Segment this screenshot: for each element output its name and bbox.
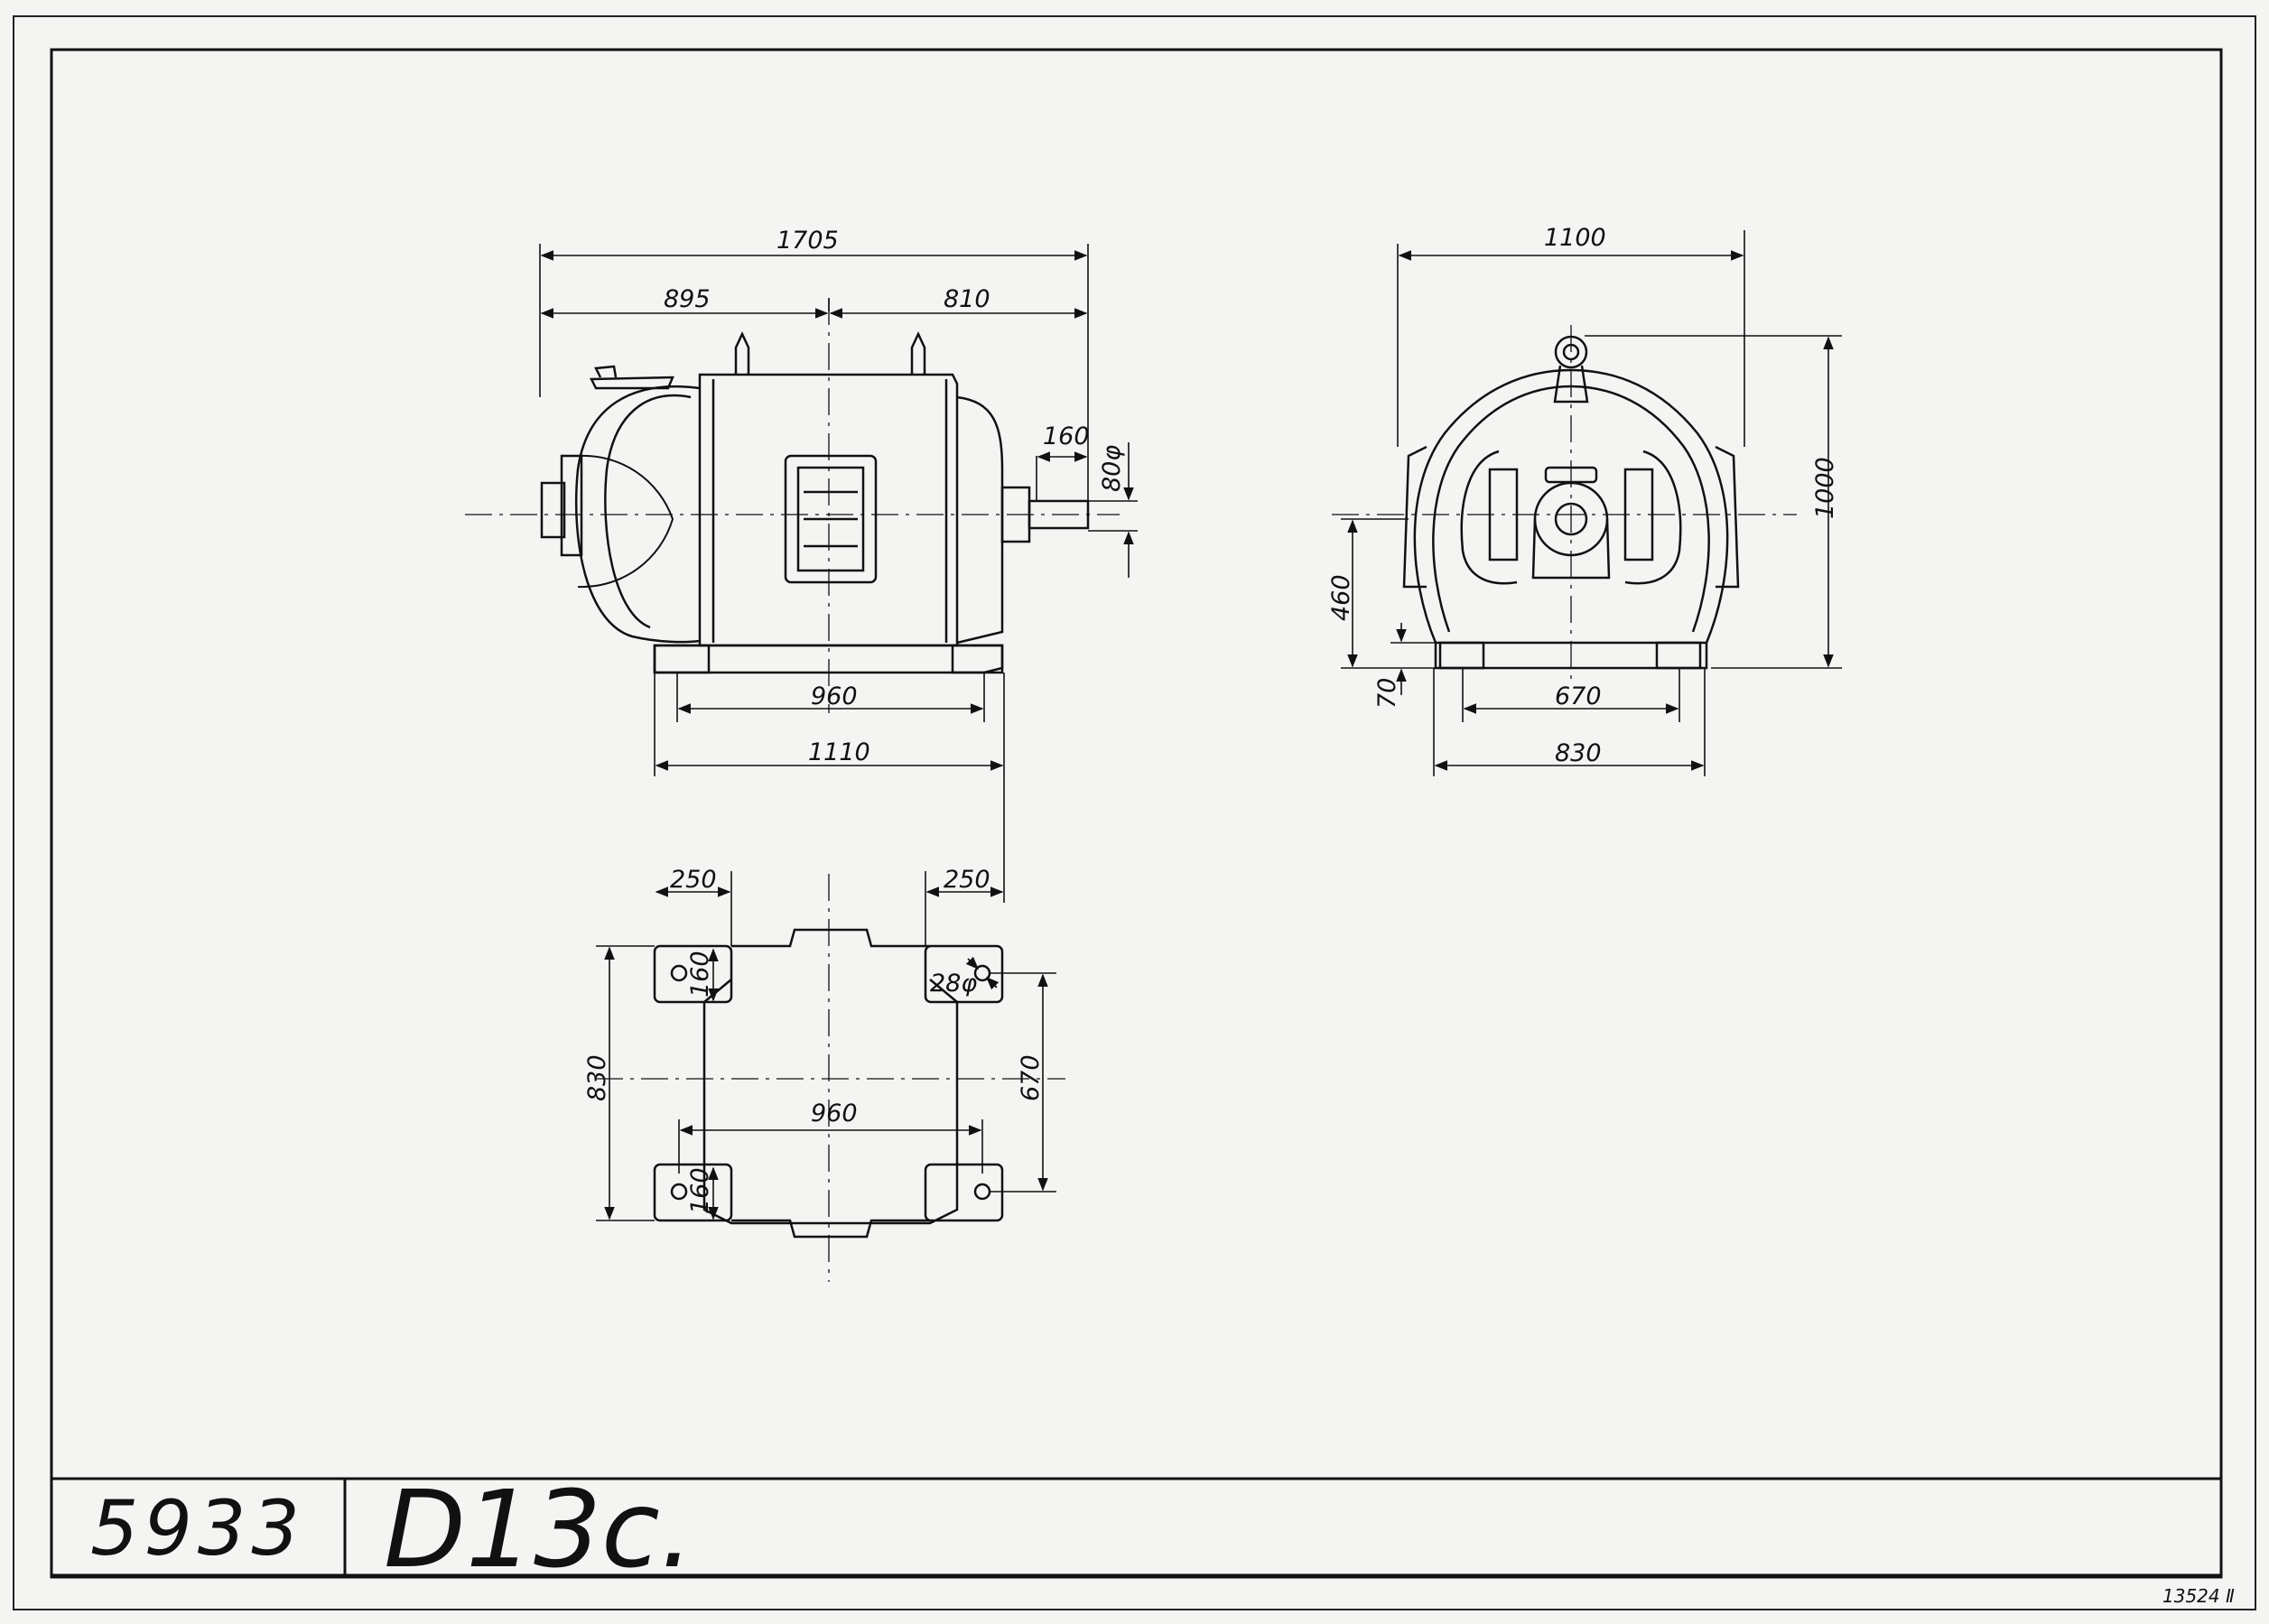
dim-shaft-height: 460 (1327, 574, 1355, 621)
dim-foot-width-left: 250 (670, 866, 717, 894)
foot-top-left (653, 944, 733, 1004)
dim-hole-diameter: 28φ (930, 970, 977, 998)
side-view-dimension-labels: 1705 895 810 160 80φ 960 1110 (664, 227, 1126, 766)
drawing-number: 5933 (90, 1484, 305, 1573)
dim-foot-height: 70 (1373, 678, 1401, 709)
model-designation: D13c. (384, 1467, 693, 1592)
drawing-frame (50, 48, 2223, 1579)
outer-border (13, 15, 2256, 1610)
dim-right-part: 810 (944, 285, 990, 313)
end-view-dimensions (1341, 230, 1842, 776)
dim-shaft-length: 160 (1043, 422, 1090, 450)
dim-foot-spacing-side: 960 (811, 682, 858, 710)
plan-view (596, 874, 1065, 1282)
dim-overall-length: 1705 (776, 227, 839, 255)
foot-top-right (924, 944, 1004, 1004)
dim-foot-depth-top: 160 (686, 951, 714, 998)
dim-left-part: 895 (664, 285, 711, 313)
side-view-dimensions (539, 244, 1138, 903)
dim-foot-width-right: 250 (944, 866, 990, 894)
dim-overall-depth: 830 (583, 1054, 611, 1101)
plan-view-dimensions (596, 871, 1056, 1221)
dim-overall-width: 1100 (1544, 224, 1606, 252)
dim-shaft-diameter: 80φ (1098, 445, 1126, 492)
foot-bottom-left (653, 1163, 733, 1222)
dim-hole-spacing-longitudinal: 960 (811, 1100, 858, 1128)
title-block: 5933 D13c. 13524 Ⅱ (51, 1467, 2235, 1607)
dim-foot-depth-bottom: 160 (686, 1167, 714, 1214)
dim-foot-spacing-end: 670 (1555, 682, 1602, 710)
foot-bottom-right (924, 1163, 1004, 1222)
end-view-dimension-labels: 1100 1000 460 70 670 830 (1327, 224, 1839, 767)
end-view (1332, 325, 1797, 686)
dim-hole-spacing-transverse: 670 (1017, 1054, 1045, 1101)
dim-base-length: 1110 (808, 738, 870, 766)
plan-view-dimension-labels: 250 250 160 160 28φ 830 670 960 (583, 866, 1045, 1214)
dim-base-width: 830 (1555, 739, 1602, 767)
dim-overall-height: 1000 (1811, 457, 1839, 519)
sheet-reference: 13524 Ⅱ (2162, 1585, 2235, 1607)
